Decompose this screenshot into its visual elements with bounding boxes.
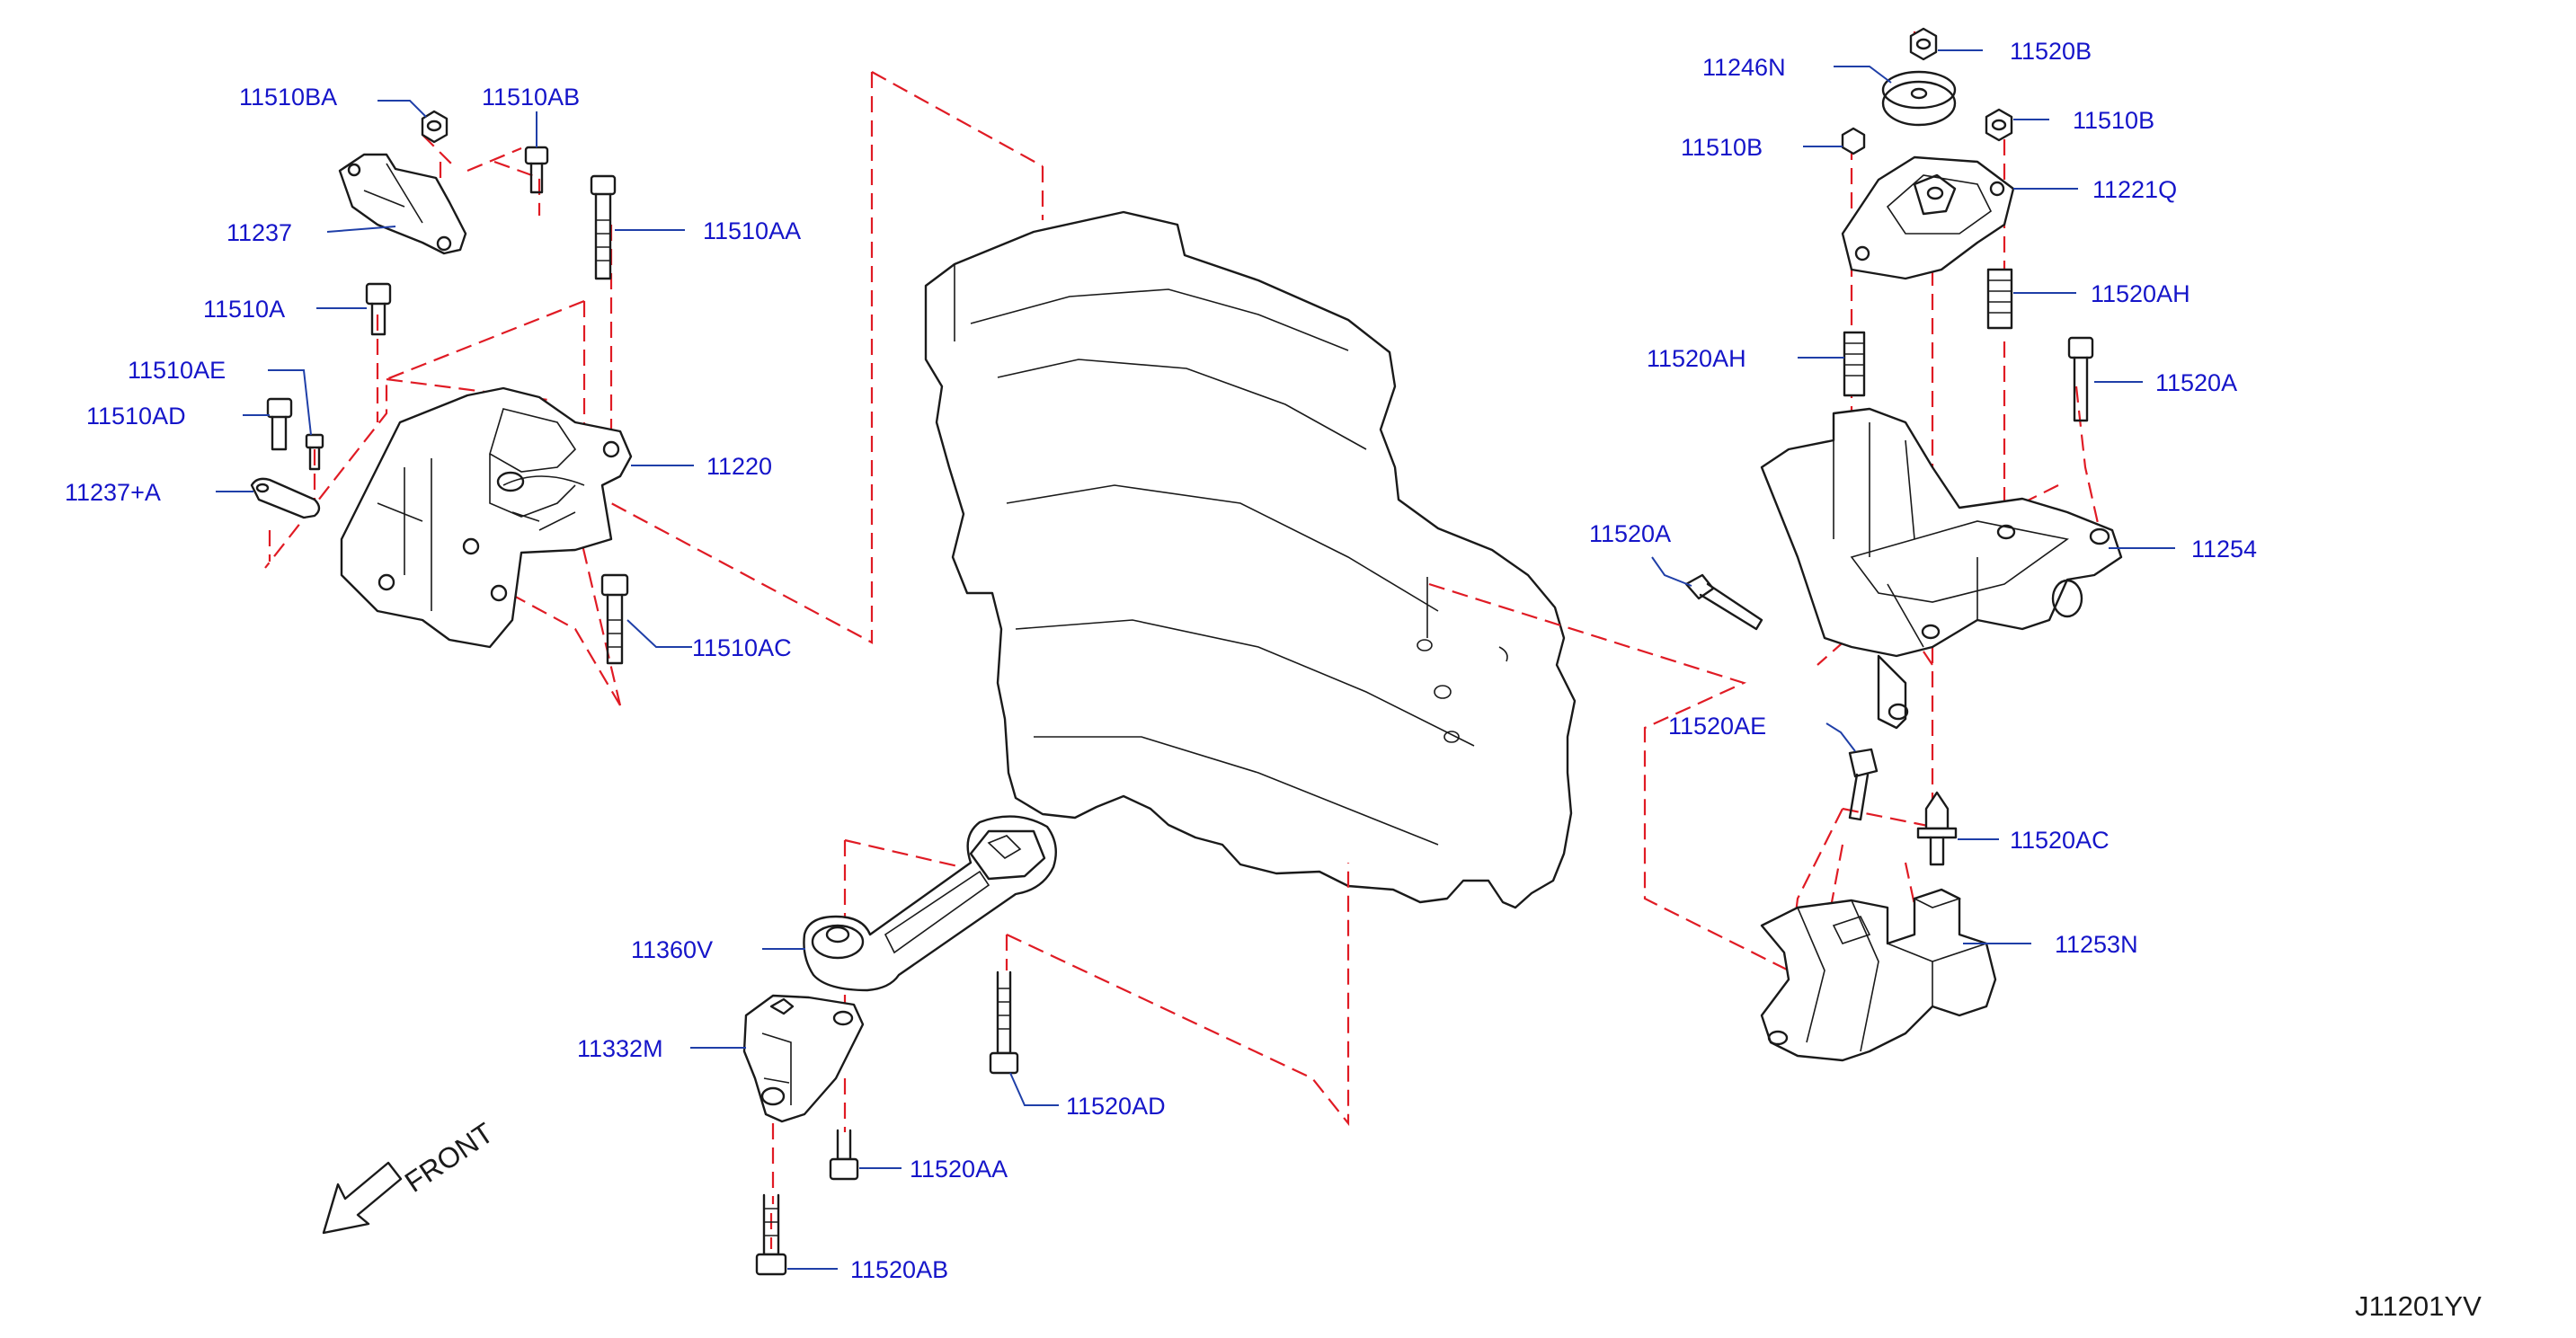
- label-11510B-left: 11510B: [1681, 134, 1763, 161]
- part-11360V-torque-rod: [803, 815, 1057, 992]
- leader-lines: [216, 49, 2175, 1270]
- part-11510AD-bolt: [266, 397, 293, 451]
- label-11360V: 11360V: [631, 936, 713, 963]
- part-11254-bracket: [1760, 407, 2123, 730]
- label-11510AB: 11510AB: [482, 84, 580, 111]
- label-11246N: 11246N: [1702, 54, 1786, 81]
- part-11510AE-bolt: [305, 433, 324, 471]
- part-11520AC-stud: [1916, 791, 1958, 866]
- part-11510B-nut-right: [1985, 108, 2013, 142]
- part-11510AC-bolt: [600, 573, 629, 665]
- part-11237-bracket: [338, 153, 467, 255]
- label-11220: 11220: [706, 453, 772, 480]
- front-label: FRONT: [399, 1116, 499, 1198]
- label-11520B: 11520B: [2010, 38, 2092, 65]
- part-11510BA-nut: [421, 110, 449, 144]
- label-11510BA: 11510BA: [239, 84, 337, 111]
- diagram-code: J11201YV: [2355, 1290, 2482, 1322]
- label-11520AC: 11520AC: [2010, 827, 2110, 854]
- part-11520A-bolt-right: [2067, 336, 2094, 422]
- label-11510B-right: 11510B: [2073, 107, 2154, 134]
- part-11220-mount: [340, 386, 633, 649]
- label-11510AC: 11510AC: [692, 634, 792, 661]
- part-11520AH-stud-left: [1843, 331, 1866, 397]
- label-11332M: 11332M: [577, 1035, 663, 1062]
- label-11510AA: 11510AA: [703, 217, 801, 244]
- part-11520A-bolt-left: [1684, 573, 1763, 631]
- part-11510B-nut-left: [1841, 127, 1866, 155]
- label-11510A: 11510A: [203, 296, 285, 323]
- part-11520AB-bolt: [755, 1193, 787, 1276]
- part-11520B-nut: [1909, 27, 1938, 61]
- part-11510AB-bolt: [524, 146, 549, 194]
- label-11253N: 11253N: [2055, 931, 2138, 958]
- assembly-lines: [264, 31, 2103, 1249]
- part-11510AA-bolt: [590, 174, 617, 280]
- part-11237A-plate: [250, 477, 321, 519]
- label-11237: 11237: [227, 219, 292, 246]
- part-11520AD-bolt: [989, 970, 1019, 1075]
- label-11520A-left: 11520A: [1589, 520, 1671, 547]
- label-11510AD: 11510AD: [86, 403, 186, 430]
- part-11332M-bracket: [742, 994, 865, 1123]
- label-11520A-right: 11520A: [2155, 369, 2237, 396]
- part-labels: 11510BA 11510AB 11237 11510AA 11510A 115…: [65, 38, 2257, 1283]
- label-11510AE: 11510AE: [128, 357, 226, 384]
- label-11237A: 11237+A: [65, 479, 161, 506]
- label-11520AE: 11520AE: [1668, 713, 1766, 740]
- part-11253N-mount: [1760, 888, 1997, 1062]
- part-11221Q-bracket: [1841, 155, 2015, 280]
- label-11520AD: 11520AD: [1066, 1093, 1166, 1120]
- part-11246N-washer: [1881, 70, 1957, 127]
- engine-block: [924, 210, 1577, 909]
- part-11510A-bolt: [365, 282, 392, 336]
- front-arrow-icon: [322, 1161, 403, 1235]
- label-11520AB: 11520AB: [850, 1256, 948, 1283]
- label-11254: 11254: [2191, 536, 2257, 563]
- label-11221Q: 11221Q: [2092, 176, 2177, 203]
- part-11520AE-bolt: [1848, 748, 1879, 821]
- part-11520AH-stud-right: [1986, 268, 2013, 330]
- front-direction-indicator: FRONT: [322, 1116, 499, 1235]
- label-11520AH-left: 11520AH: [1647, 345, 1746, 372]
- part-11520AA-bolt: [829, 1129, 859, 1181]
- label-11520AH-right: 11520AH: [2091, 280, 2190, 307]
- label-11520AA: 11520AA: [910, 1156, 1008, 1183]
